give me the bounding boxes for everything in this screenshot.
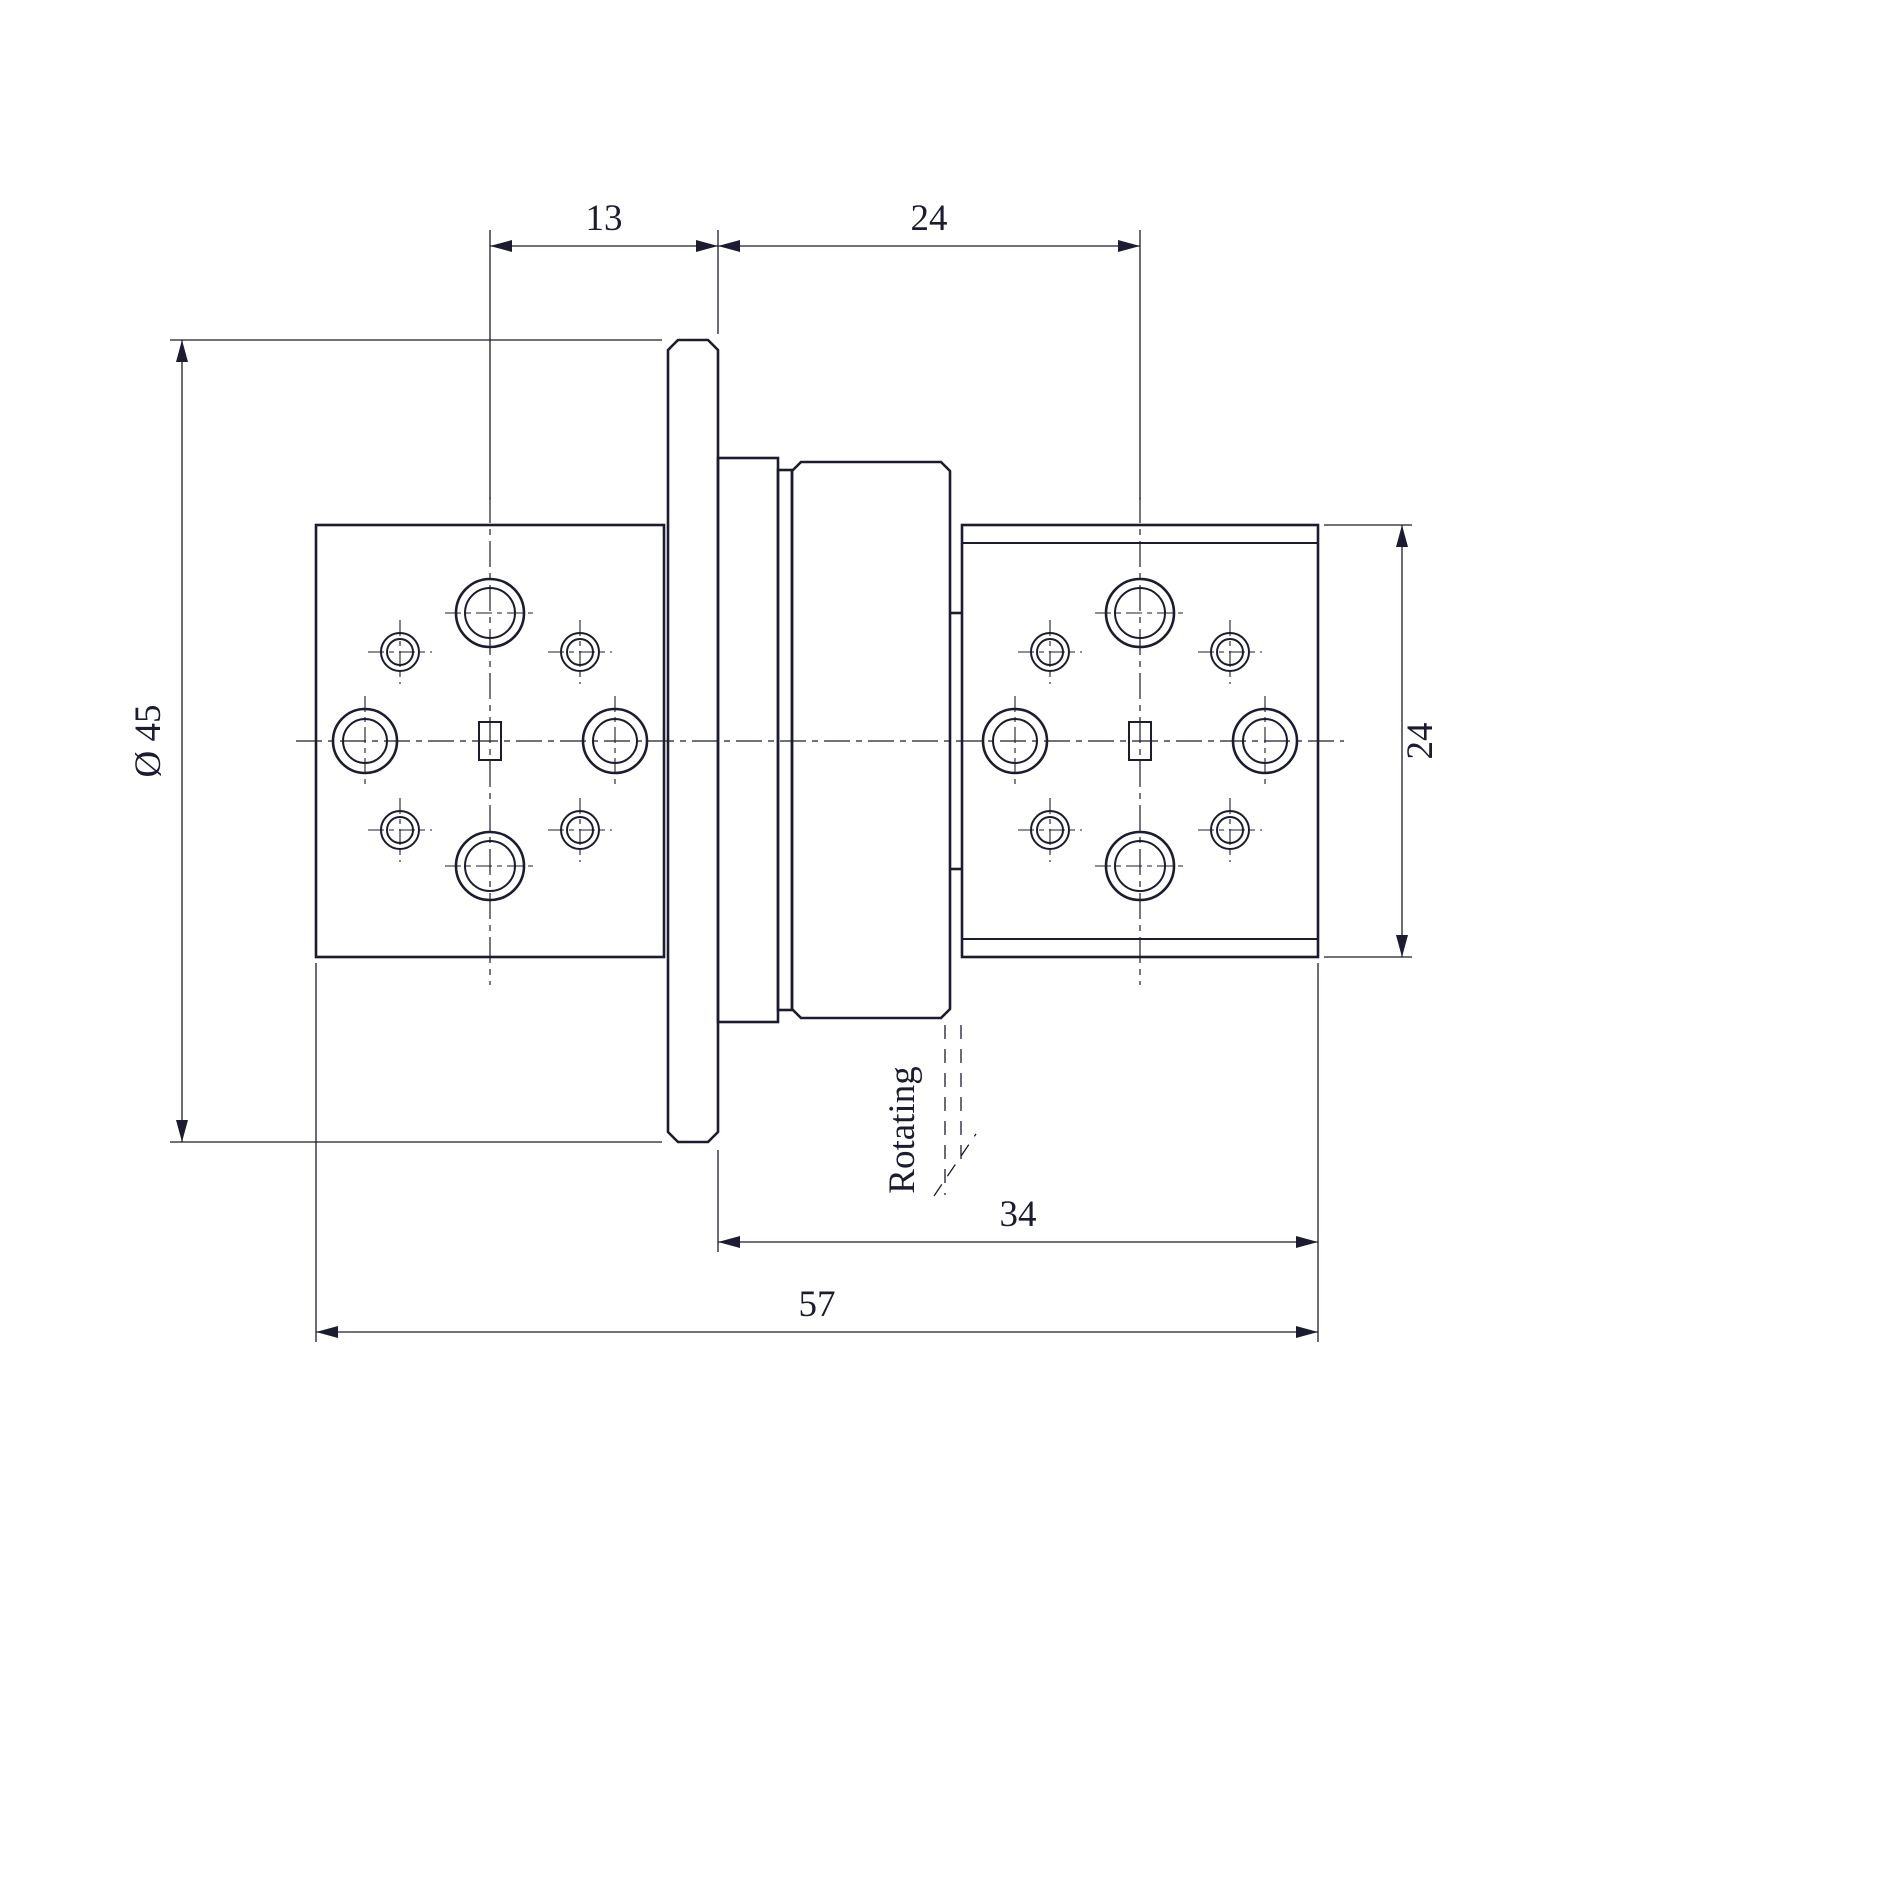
dimension-top: 13 24 bbox=[489, 198, 1141, 500]
centerlines bbox=[296, 497, 1344, 985]
dimension-13-label: 13 bbox=[586, 198, 623, 239]
center-body bbox=[666, 338, 962, 1144]
center-keyway bbox=[478, 721, 502, 761]
dimension-diameter-45-label: Ø 45 bbox=[128, 705, 169, 778]
arrowhead bbox=[1396, 935, 1408, 957]
arrowhead bbox=[176, 1120, 188, 1142]
dimension-57-label: 57 bbox=[799, 1284, 836, 1325]
arrowhead bbox=[490, 240, 512, 252]
arrowhead bbox=[1118, 240, 1140, 252]
hub-section bbox=[716, 456, 780, 1024]
center-keyway bbox=[1128, 721, 1152, 761]
right-flange-outline bbox=[960, 523, 1320, 959]
arrowhead bbox=[696, 240, 718, 252]
hub-step bbox=[776, 468, 794, 1012]
left-flange bbox=[314, 523, 666, 959]
dimension-24-right-label: 24 bbox=[1400, 723, 1441, 760]
arrowhead bbox=[1396, 525, 1408, 547]
rotating-block bbox=[790, 460, 952, 1020]
dimension-diameter-45: Ø 45 bbox=[128, 339, 662, 1143]
left-flange-outline bbox=[314, 523, 666, 959]
arrowhead bbox=[1296, 1326, 1318, 1338]
rotating-annotation: Rotating bbox=[882, 1025, 977, 1197]
dimension-34-label: 34 bbox=[1000, 1194, 1037, 1235]
dimension-57: 57 bbox=[315, 963, 1318, 1342]
dimension-24-top-label: 24 bbox=[911, 198, 948, 239]
hole-crosshairs bbox=[1014, 612, 1266, 867]
dimension-right-24: 24 bbox=[1324, 524, 1441, 958]
rotating-label: Rotating bbox=[882, 1066, 923, 1193]
arrowhead bbox=[1296, 1236, 1318, 1248]
arrowhead bbox=[718, 1236, 740, 1248]
right-flange bbox=[960, 523, 1320, 959]
mounting-disc bbox=[666, 338, 720, 1144]
hole-crosshairs bbox=[364, 612, 616, 867]
leader-dashed-diagonal bbox=[933, 1133, 977, 1197]
arrowhead bbox=[316, 1326, 338, 1338]
dimension-34: 34 bbox=[717, 963, 1319, 1342]
arrowhead bbox=[176, 340, 188, 362]
arrowhead bbox=[718, 240, 740, 252]
